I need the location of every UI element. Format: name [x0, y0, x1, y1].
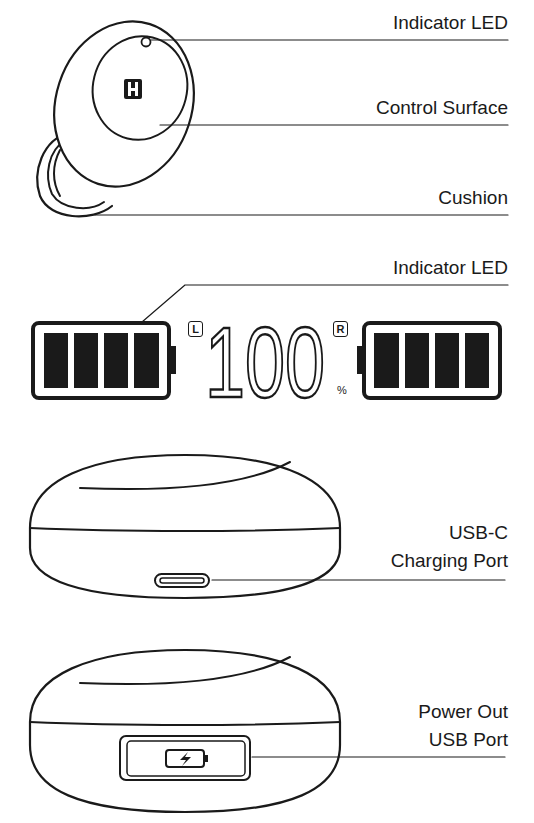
part-label: Power Out USB Port	[408, 698, 508, 753]
side-letter: L	[192, 324, 199, 335]
leader-line	[151, 39, 508, 40]
leader-line	[212, 579, 505, 580]
side-letter: R	[337, 324, 345, 335]
part-label: USB-C Charging Port	[382, 519, 508, 574]
earbud	[33, 3, 214, 216]
battery-percent: 100	[205, 312, 325, 412]
leader-line	[95, 214, 508, 215]
part-label: Cushion	[438, 184, 508, 212]
leader-line	[252, 756, 505, 757]
leader-line	[160, 124, 508, 125]
battery-right	[357, 323, 500, 398]
percent-sign: %	[337, 385, 347, 396]
part-label: Control Surface	[376, 94, 508, 122]
side-indicator-box: L	[188, 321, 203, 337]
charging-case-front	[30, 455, 340, 598]
charging-case-back	[30, 650, 340, 812]
part-label: Indicator LED	[393, 254, 508, 282]
part-label: Indicator LED	[393, 9, 508, 37]
battery-left	[33, 323, 176, 398]
side-indicator-box: R	[333, 321, 348, 337]
